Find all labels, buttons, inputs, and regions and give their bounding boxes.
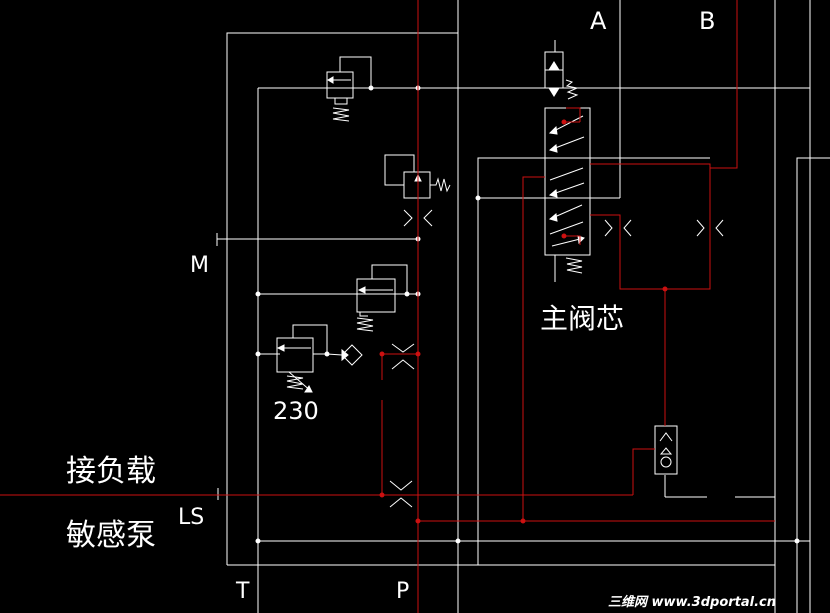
- port-m-label: M: [190, 253, 209, 278]
- note-line-1: 接负载: [66, 454, 156, 489]
- shuttle-check-valve: [654, 425, 678, 475]
- pressure-setting-label: 230: [273, 397, 319, 425]
- note-line-2: 敏感泵: [66, 518, 156, 553]
- orifice-symbols: [389, 209, 724, 508]
- check-valve-diamond: [326, 344, 363, 366]
- relief-valve-top: [326, 56, 372, 122]
- port-t-label: T: [235, 579, 250, 604]
- reducing-valve-middle: [356, 264, 410, 332]
- watermark: 三维网 www.3dportal.cn: [608, 594, 776, 610]
- port-b-label: B: [699, 7, 715, 35]
- port-ls-label: LS: [178, 505, 204, 530]
- main-spool-valve: [544, 51, 591, 274]
- pilot-lines: [0, 0, 775, 613]
- main-spool-label: 主阀芯: [540, 302, 624, 335]
- port-a-label: A: [590, 7, 607, 35]
- port-p-label: P: [396, 579, 409, 604]
- relief-valve-230: [276, 324, 330, 393]
